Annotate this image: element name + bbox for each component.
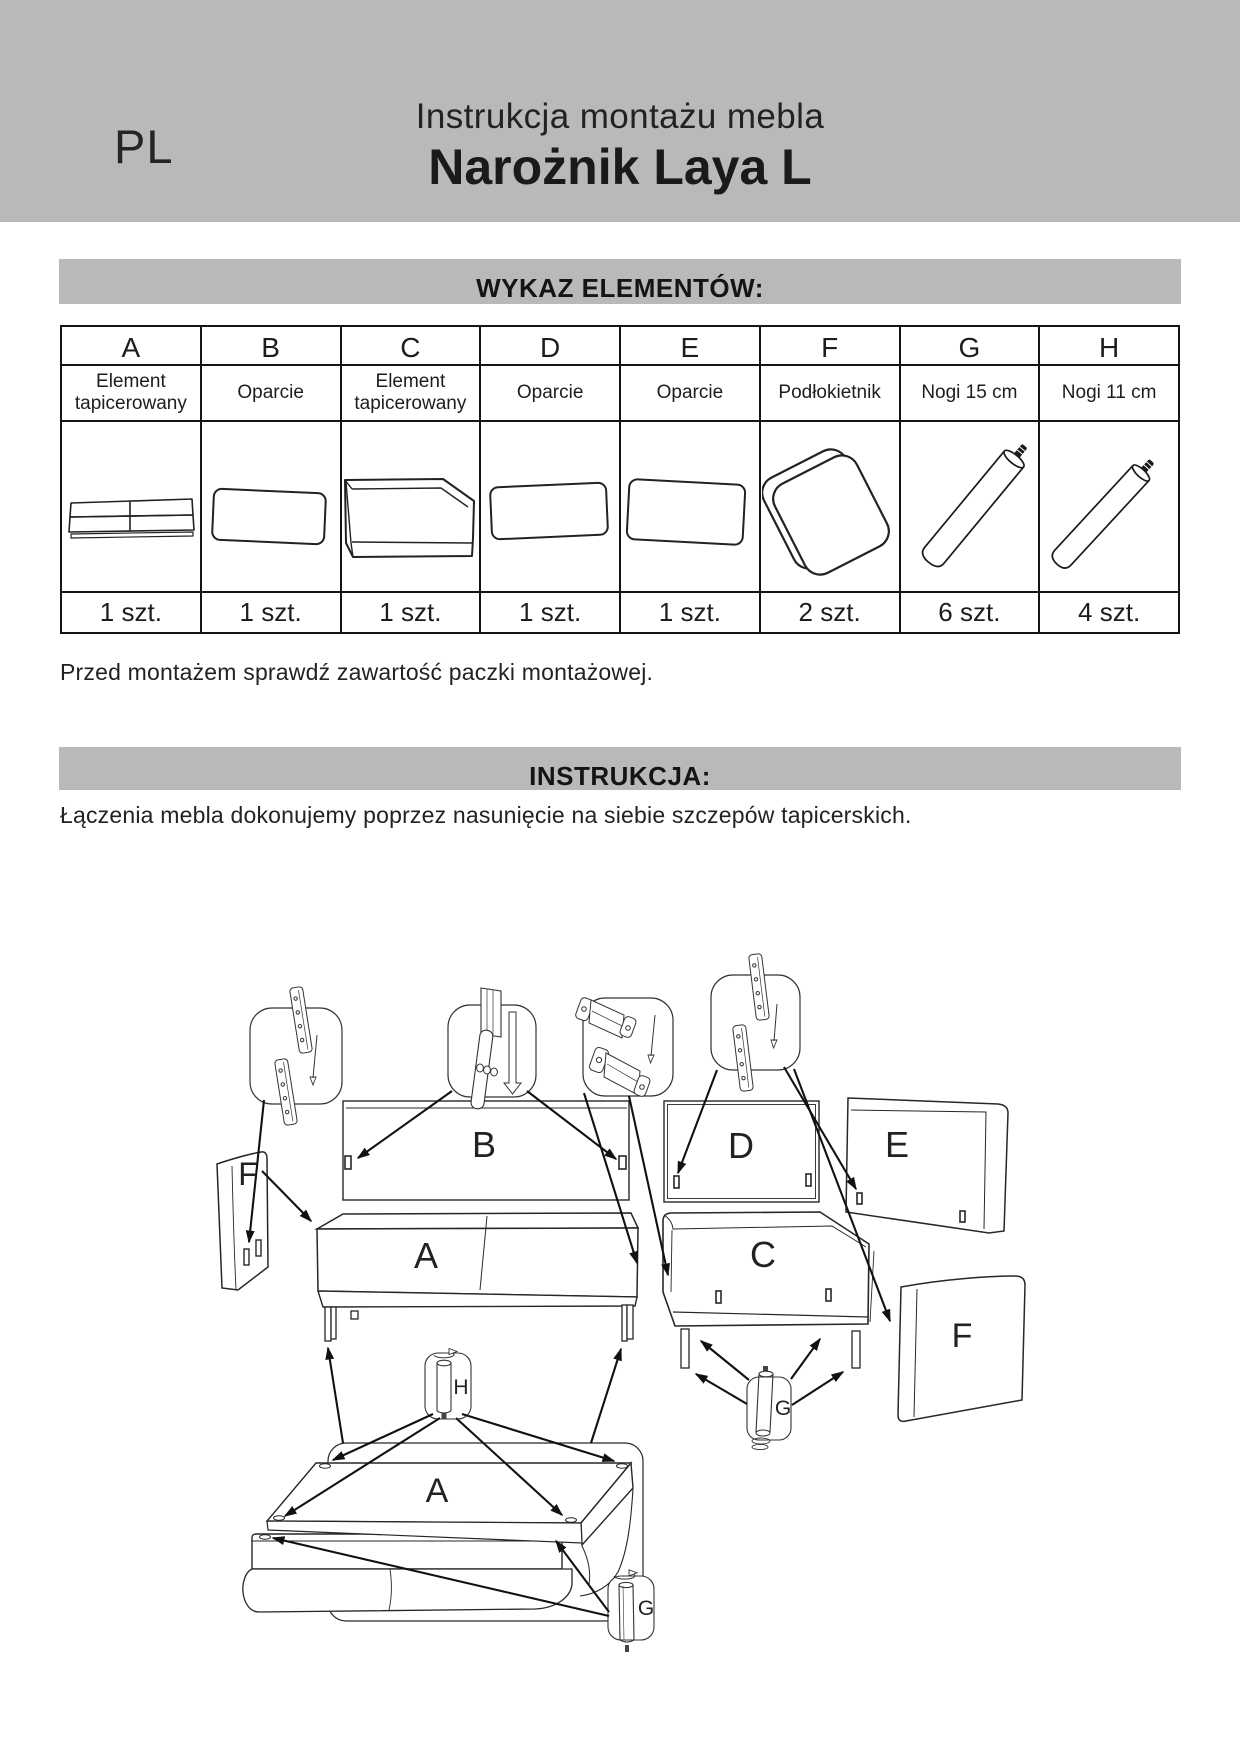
svg-text:E: E <box>885 1124 909 1165</box>
svg-text:H: H <box>453 1376 468 1399</box>
svg-text:G: G <box>638 1597 654 1620</box>
svg-text:D: D <box>728 1125 754 1166</box>
svg-text:F: F <box>952 1317 973 1355</box>
svg-text:B: B <box>472 1124 496 1165</box>
svg-text:A: A <box>414 1235 438 1276</box>
svg-text:A: A <box>426 1472 449 1510</box>
svg-text:F: F <box>238 1156 258 1192</box>
svg-text:G: G <box>775 1397 791 1420</box>
svg-text:C: C <box>750 1234 776 1275</box>
